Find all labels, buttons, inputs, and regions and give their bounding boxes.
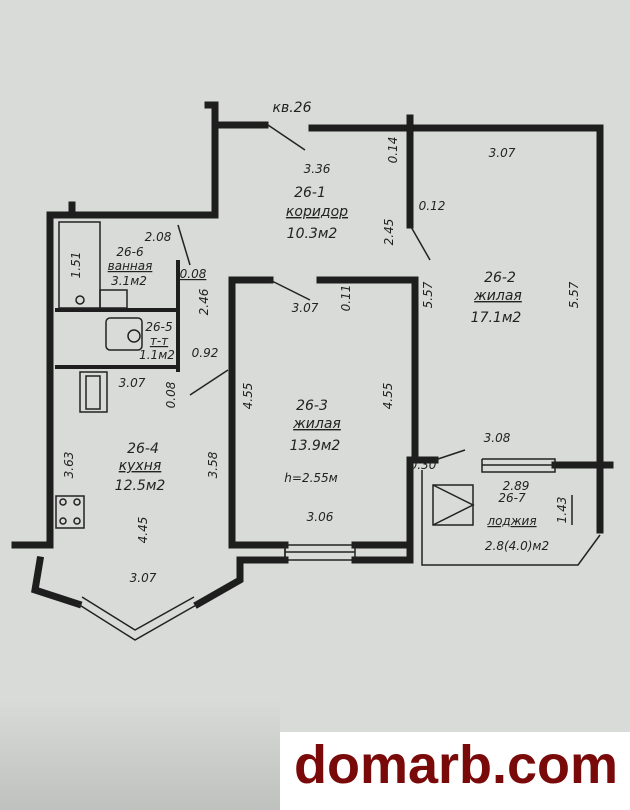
dim-label: 2.08 — [145, 230, 172, 244]
dim-label: 1.43 — [555, 497, 569, 524]
dim-label: 3.36 — [304, 162, 331, 176]
room-id: 26-2 — [484, 270, 516, 286]
room-toilet: 26-5 т-т 1.1м2 — [139, 320, 175, 362]
dim-label: 0.92 — [192, 346, 219, 360]
apartment-number: кв.26 — [273, 100, 312, 116]
room-area: 3.1м2 — [111, 274, 147, 288]
room-loggia: 26-7 лоджия 2.8(4.0)м2 — [485, 491, 549, 553]
dim-label: 4.55 — [381, 383, 395, 410]
dim-label: 3.63 — [62, 452, 76, 479]
dim-label: 0.08 — [180, 267, 207, 281]
dim-label: 3.08 — [484, 431, 511, 445]
photo-edge — [0, 700, 280, 810]
dim-label: 4.55 — [241, 383, 255, 410]
ceiling-height: h=2.55м — [284, 471, 337, 485]
dim-label: 0.11 — [339, 285, 353, 312]
room-area: 2.8(4.0)м2 — [485, 539, 549, 553]
dim-label: 0.12 — [419, 199, 446, 213]
room-name: т-т — [150, 334, 169, 348]
room-id: 26-7 — [498, 491, 526, 505]
room-name: жилая — [292, 416, 341, 432]
dim-label: 2.46 — [197, 288, 211, 315]
watermark: domarb.com — [280, 732, 630, 810]
room-bathroom: 26-6 ванная 3.1м2 — [108, 245, 153, 288]
dim-label: 3.07 — [292, 301, 319, 315]
dim-label: 0.14 — [386, 137, 400, 164]
dim-label: 3.06 — [307, 510, 334, 524]
dim-label: 2.89 — [503, 479, 530, 493]
room-id: 26-6 — [116, 245, 144, 259]
dim-label: 3.07 — [119, 376, 146, 390]
dim-label: 3.07 — [130, 571, 157, 585]
room-id: 26-5 — [145, 320, 172, 334]
room-name: лоджия — [486, 514, 536, 528]
dim-label: 5.57 — [567, 281, 581, 308]
room-name: ванная — [108, 259, 153, 273]
room-area: 13.9м2 — [290, 438, 341, 454]
room-living-2: 26-2 жилая 17.1м2 — [471, 270, 522, 326]
room-area: 1.1м2 — [139, 348, 175, 362]
room-area: 12.5м2 — [115, 478, 166, 494]
dim-label: 5.57 — [421, 281, 435, 308]
dim-label: 3.58 — [206, 451, 220, 478]
dim-label: 1.51 — [69, 252, 83, 279]
walls — [11, 101, 614, 641]
dim-label: 4.45 — [136, 517, 150, 544]
room-area: 10.3м2 — [287, 226, 338, 242]
room-area: 17.1м2 — [471, 310, 522, 326]
room-name: коридор — [286, 204, 348, 220]
watermark-text: domarb.com — [294, 735, 619, 795]
dim-label: 2.45 — [382, 219, 396, 246]
room-corridor: 26-1 коридор 10.3м2 — [286, 185, 348, 242]
dim-label: 0.08 — [164, 381, 178, 408]
room-id: 26-3 — [296, 398, 328, 414]
room-living-3: 26-3 жилая 13.9м2 h=2.55м — [284, 398, 341, 485]
dim-label: 0.30 — [410, 458, 437, 472]
room-id: 26-4 — [127, 441, 159, 457]
room-name: жилая — [473, 288, 522, 304]
room-name: кухня — [119, 458, 162, 474]
dim-label: 3.07 — [489, 146, 516, 160]
dimensions: 3.36 2.45 0.14 0.12 3.07 5.57 5.57 3.08 … — [62, 137, 581, 585]
room-id: 26-1 — [294, 185, 326, 201]
room-kitchen: 26-4 кухня 12.5м2 — [115, 441, 166, 494]
